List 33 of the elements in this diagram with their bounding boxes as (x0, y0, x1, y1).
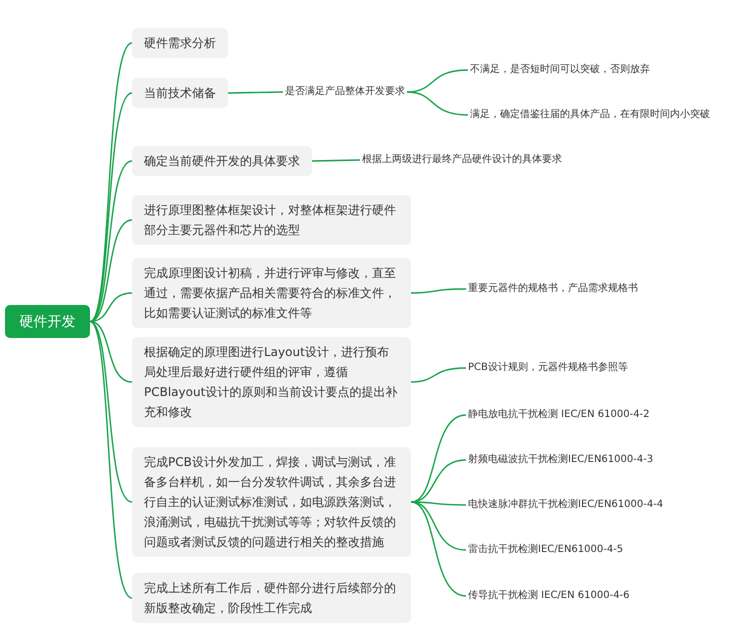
branch-line (410, 459, 466, 503)
branch-line (406, 69, 468, 93)
branch-line (411, 288, 466, 294)
topic-box: 完成PCB设计外发加工，焊接，调试与测试，准备多台样机，如一台分发软件调试，其余多台进行自主的认证测试标准测试，如电源跌落测试，浪涌测试，电磁抗干扰测试等等；对软件反馈的问题或者测试反馈的问题进行相关的整改措施 (132, 447, 411, 557)
branch-line (90, 320, 132, 383)
topic-box: 当前技术储备 (132, 78, 228, 108)
subtopic-text: PCB设计规则，元器件规格书参照等 (466, 360, 630, 376)
branch-line (90, 92, 132, 322)
branch-line (410, 367, 466, 383)
subtopic-text: 满足，确定借鉴往届的具体产品，在有限时间内小突破 (468, 107, 712, 123)
branch-line (89, 321, 132, 599)
subtopic-text: 静电放电抗干扰检测 IEC/EN 61000-4-2 (466, 407, 652, 423)
subtopic-text: 雷击抗干扰检测IEC/EN61000-4-5 (466, 542, 626, 558)
branch-line (410, 501, 466, 597)
subtopic-text: 重要元器件的规格书，产品需求规格书 (466, 281, 640, 297)
branch-line (312, 159, 360, 162)
branch-line (406, 91, 468, 116)
topic-box: 根据确定的原理图进行Layout设计，进行预布局处理后最好进行硬件组的评审，遵循PCBlayout设计的原则和当前设计要点的提出补充和修改 (132, 337, 411, 427)
subtopic-text: 根据上两级进行最终产品硬件设计的具体要求 (360, 152, 564, 168)
subtopic-text: 不满足，是否短时间可以突破，否则放弃 (468, 62, 652, 78)
subtopic-text: 传导抗干扰检测 IEC/EN 61000-4-6 (466, 588, 632, 604)
topic-box: 硬件需求分析 (132, 28, 228, 58)
topic-box: 确定当前硬件开发的具体要求 (132, 146, 312, 176)
subtopic-text: 电快速脉冲群抗干扰检测IEC/EN61000-4-4 (466, 497, 666, 513)
branch-line (228, 91, 284, 94)
branch-line (89, 42, 132, 322)
root-topic: 硬件开发 (5, 305, 90, 338)
topic-box: 进行原理图整体框架设计，对整体框架进行硬件部分主要元器件和芯片的选型 (132, 195, 411, 245)
subtopic-text: 射频电磁波抗干扰检测IEC/EN61000-4-3 (466, 452, 656, 468)
topic-box: 完成原理图设计初稿，并进行评审与修改，直至通过，需要依据产品相关需要符合的标准文件，比如需要认证测试的标准文件等 (132, 258, 411, 328)
branch-line (90, 320, 132, 503)
topic-box: 完成上述所有工作后，硬件部分进行后续部分的新版整改确定，阶段性工作完成 (132, 573, 411, 623)
subtopic-text: 是否满足产品整体开发要求 (283, 84, 407, 100)
